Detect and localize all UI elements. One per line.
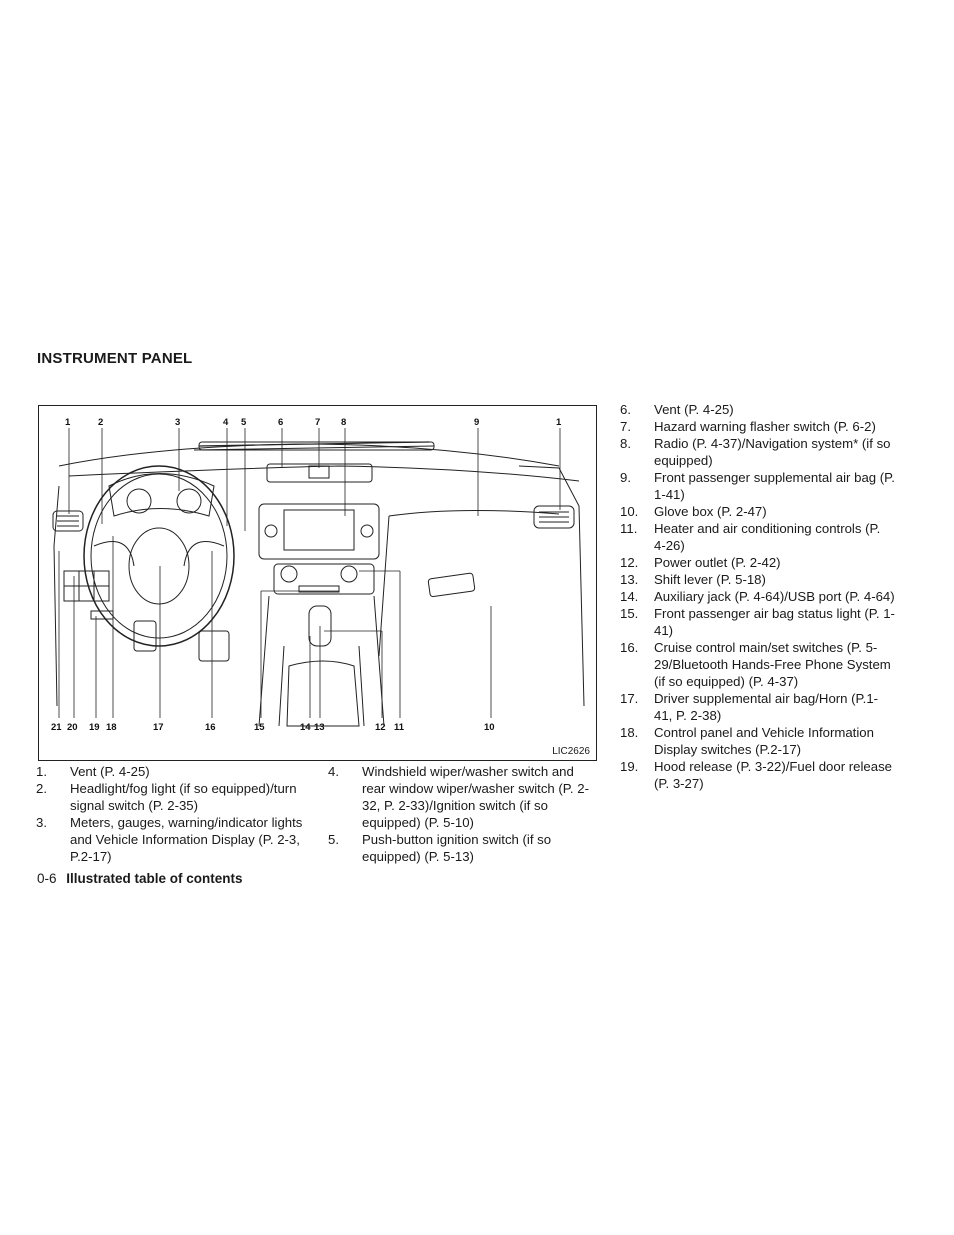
- item-number: 3.: [36, 815, 47, 830]
- item-number: 15.: [620, 606, 639, 621]
- callout-17: 17: [153, 722, 164, 733]
- page-number: 0-6: [37, 871, 57, 886]
- callout-18: 18: [106, 722, 117, 733]
- callout-13: 13: [314, 722, 325, 733]
- item-text: Headlight/fog light (if so equipped)/tur…: [70, 781, 297, 813]
- callout-19: 19: [89, 722, 100, 733]
- item-number: 2.: [36, 781, 47, 796]
- list-item: 11. Heater and air conditioning controls …: [620, 520, 895, 554]
- item-number: 13.: [620, 572, 639, 587]
- list-item: 10. Glove box (P. 2-47): [620, 503, 895, 520]
- list-item: 12. Power outlet (P. 2-42): [620, 554, 895, 571]
- list-item: 1. Vent (P. 4-25): [36, 763, 311, 780]
- item-text: Front passenger supplemental air bag (P.…: [654, 470, 895, 502]
- instrument-panel-figure: 1 2 3 4 5 6 7 8 9 1 21 20 19 18 17 16 15…: [38, 405, 597, 761]
- item-number: 4.: [328, 764, 339, 779]
- item-number: 9.: [620, 470, 631, 485]
- item-number: 1.: [36, 764, 47, 779]
- item-text: Windshield wiper/washer switch and rear …: [362, 764, 589, 830]
- callout-21: 21: [51, 722, 62, 733]
- item-number: 10.: [620, 504, 639, 519]
- callout-12: 12: [375, 722, 386, 733]
- item-number: 5.: [328, 832, 339, 847]
- item-text: Vent (P. 4-25): [654, 402, 734, 417]
- callout-7: 7: [315, 417, 320, 428]
- callout-1-left: 1: [65, 417, 71, 428]
- list-item: 7. Hazard warning flasher switch (P. 6-2): [620, 418, 895, 435]
- item-text: Glove box (P. 2-47): [654, 504, 767, 519]
- item-list-left: 1. Vent (P. 4-25) 2. Headlight/fog light (i…: [36, 763, 311, 865]
- item-text: Hazard warning flasher switch (P. 6-2): [654, 419, 876, 434]
- list-item: 2. Headlight/fog light (if so equipped)/t…: [36, 780, 311, 814]
- list-item: 3. Meters, gauges, warning/indicator ligh…: [36, 814, 311, 865]
- list-item: 18. Control panel and Vehicle Information…: [620, 724, 895, 758]
- list-item: 14. Auxiliary jack (P. 4-64)/USB port (P.…: [620, 588, 895, 605]
- section-title: INSTRUMENT PANEL: [37, 350, 193, 367]
- item-number: 14.: [620, 589, 639, 604]
- item-list-middle: 4. Windshield wiper/washer switch and rea…: [328, 763, 598, 865]
- item-text: Heater and air conditioning controls (P.…: [654, 521, 881, 553]
- item-text: Meters, gauges, warning/indicator lights…: [70, 815, 303, 864]
- callout-10: 10: [484, 722, 495, 733]
- list-item: 17. Driver supplemental air bag/Horn (P.1…: [620, 690, 895, 724]
- figure-code: LIC2626: [552, 746, 590, 757]
- page-footer: 0-6 Illustrated table of contents: [37, 871, 243, 886]
- item-number: 17.: [620, 691, 639, 706]
- callout-2: 2: [98, 417, 103, 428]
- callout-8: 8: [341, 417, 346, 428]
- callout-16: 16: [205, 722, 216, 733]
- list-item: 19. Hood release (P. 3-22)/Fuel door rele…: [620, 758, 895, 792]
- item-text: Driver supplemental air bag/Horn (P.1-41…: [654, 691, 879, 723]
- item-text: Hood release (P. 3-22)/Fuel door release…: [654, 759, 892, 791]
- item-text: Control panel and Vehicle Information Di…: [654, 725, 874, 757]
- chapter-title: Illustrated table of contents: [66, 871, 243, 886]
- item-number: 6.: [620, 402, 631, 417]
- item-number: 11.: [620, 521, 638, 536]
- item-text: Auxiliary jack (P. 4-64)/USB port (P. 4-…: [654, 589, 895, 604]
- list-item: 8. Radio (P. 4-37)/Navigation system* (if…: [620, 435, 895, 469]
- item-number: 19.: [620, 759, 639, 774]
- item-number: 16.: [620, 640, 639, 655]
- item-text: Power outlet (P. 2-42): [654, 555, 781, 570]
- list-item: 13. Shift lever (P. 5-18): [620, 571, 895, 588]
- item-number: 12.: [620, 555, 639, 570]
- list-item: 9. Front passenger supplemental air bag (…: [620, 469, 895, 503]
- list-item: 6. Vent (P. 4-25): [620, 401, 895, 418]
- callout-11: 11: [394, 722, 405, 733]
- callout-3: 3: [175, 417, 180, 428]
- callout-15: 15: [254, 722, 265, 733]
- callout-1-right: 1: [556, 417, 562, 428]
- callout-4: 4: [223, 417, 229, 428]
- item-list-right: 6. Vent (P. 4-25) 7. Hazard warning flasher…: [620, 401, 895, 792]
- item-number: 7.: [620, 419, 631, 434]
- list-item: 15. Front passenger air bag status light …: [620, 605, 895, 639]
- item-text: Cruise control main/set switches (P. 5-2…: [654, 640, 891, 689]
- callout-6: 6: [278, 417, 283, 428]
- item-text: Radio (P. 4-37)/Navigation system* (if s…: [654, 436, 891, 468]
- callout-5: 5: [241, 417, 247, 428]
- item-text: Vent (P. 4-25): [70, 764, 150, 779]
- item-number: 18.: [620, 725, 639, 740]
- callout-14: 14: [300, 722, 311, 733]
- item-text: Front passenger air bag status light (P.…: [654, 606, 895, 638]
- item-text: Push-button ignition switch (if so equip…: [362, 832, 552, 864]
- item-number: 8.: [620, 436, 631, 451]
- list-item: 16. Cruise control main/set switches (P. …: [620, 639, 895, 690]
- item-text: Shift lever (P. 5-18): [654, 572, 766, 587]
- callout-20: 20: [67, 722, 78, 733]
- list-item: 5. Push-button ignition switch (if so equ…: [328, 831, 598, 865]
- callout-9: 9: [474, 417, 479, 428]
- instrument-panel-illustration: 1 2 3 4 5 6 7 8 9 1 21 20 19 18 17 16 15…: [51, 417, 585, 733]
- list-item: 4. Windshield wiper/washer switch and rea…: [328, 763, 598, 831]
